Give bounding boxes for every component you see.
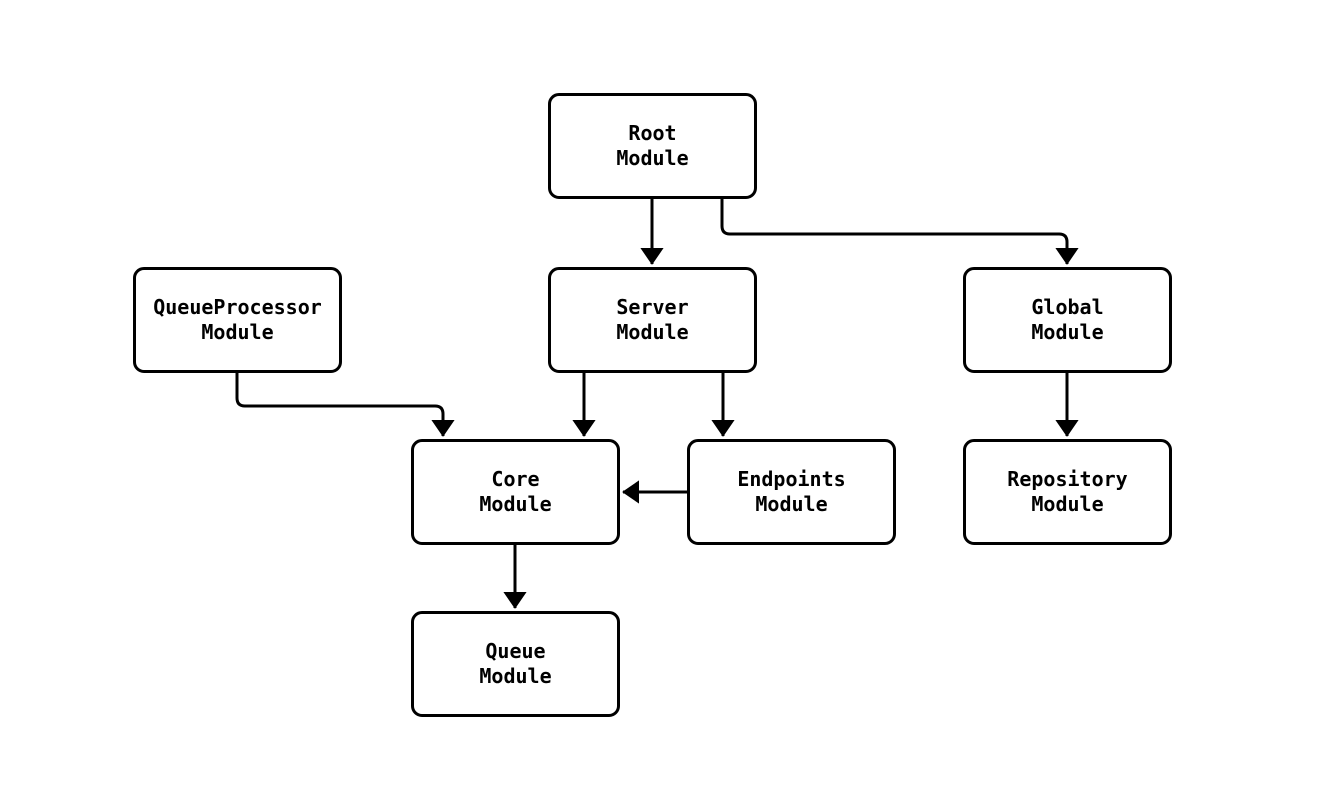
node-label-line1: QueueProcessor (153, 295, 322, 319)
node-label-line1: Root (628, 121, 677, 145)
edge-root-to-global (720, 199, 1067, 264)
node-label-line2: Module (1031, 492, 1104, 516)
node-label-line2: Module (616, 320, 689, 344)
edge-queueprocessor-to-core (235, 373, 443, 436)
node-label-line2: Module (201, 320, 274, 344)
node-label-line2: Module (755, 492, 828, 516)
node-label-line1: Core (491, 467, 540, 491)
node-label-line2: Module (479, 664, 552, 688)
node-label-line1: Repository (1007, 467, 1128, 491)
node-label-line2: Module (616, 146, 689, 170)
node-label-line1: Queue (485, 639, 546, 663)
node-label-line1: Global (1031, 295, 1104, 319)
node-label-line1: Server (616, 295, 689, 319)
node-label-line2: Module (479, 492, 552, 516)
node-label-line2: Module (1031, 320, 1104, 344)
node-label-line1: Endpoints (737, 467, 846, 491)
